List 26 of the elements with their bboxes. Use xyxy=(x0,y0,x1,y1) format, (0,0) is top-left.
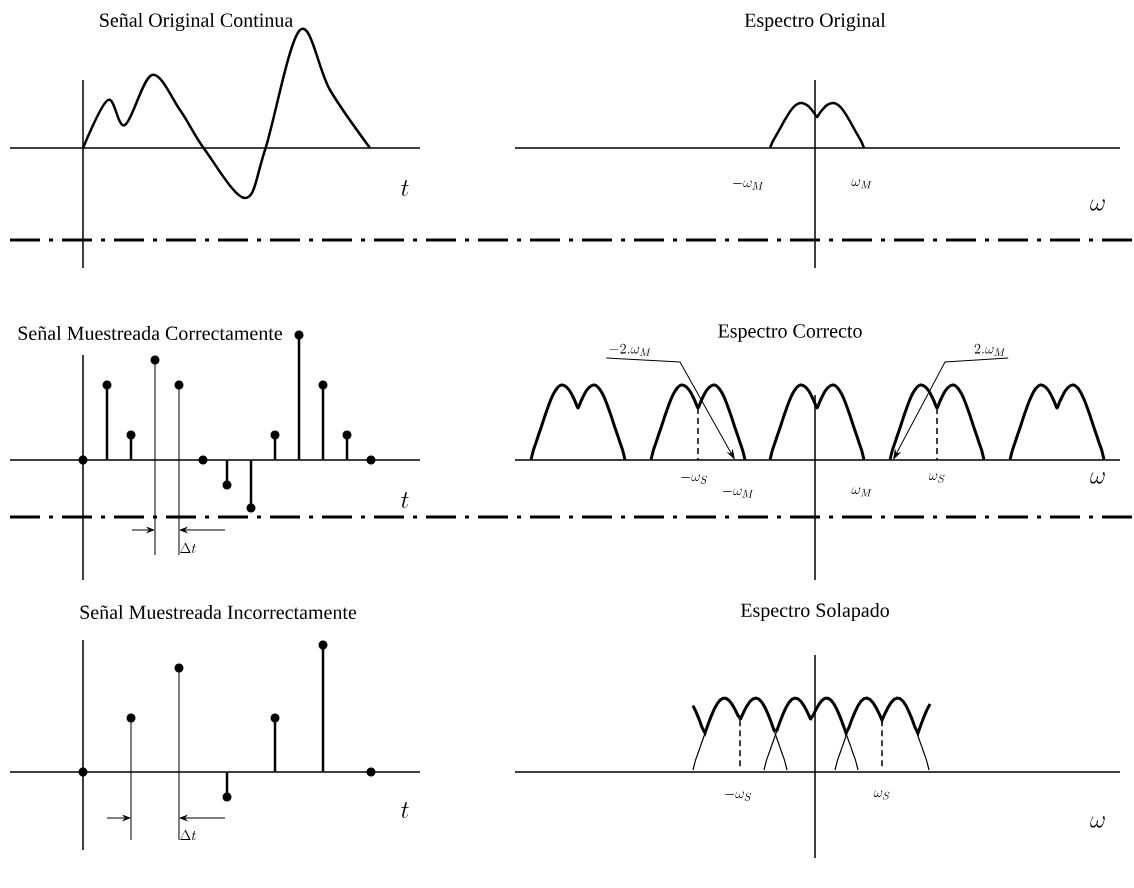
panel-title: Señal Muestreada Correctamente xyxy=(18,325,283,341)
axis-label: $t$ xyxy=(401,180,409,196)
tick-label: $-\omega_S$ xyxy=(725,791,752,801)
tick-label: $\omega_M$ xyxy=(851,487,872,497)
dimension-label: $\Delta t$ xyxy=(180,542,196,554)
panel-title: Espectro Original xyxy=(744,12,886,32)
tick-label: $-\omega_M$ xyxy=(733,180,764,190)
panel-title: Señal Muestreada Incorrectamente xyxy=(80,604,357,620)
tick-label: $\omega_S$ xyxy=(928,473,945,483)
dimension-label: $\Delta t$ xyxy=(180,829,196,841)
leader-text: $- 2.\omega_M$ xyxy=(609,343,651,356)
axis-label: $\omega$ xyxy=(1090,199,1105,211)
leader-line xyxy=(605,357,735,460)
tick-label: $-\omega_M$ xyxy=(723,488,754,498)
panel-title: Espectro Correcto xyxy=(718,324,862,342)
leader-line xyxy=(893,357,1009,460)
leader-text: $2.\omega_M$ xyxy=(974,343,1006,356)
axis-label: $t$ xyxy=(401,802,409,818)
tick-label: $\omega_M$ xyxy=(851,179,872,189)
tick-label: $-\omega_S$ xyxy=(681,474,708,484)
panel-title: Señal Original Continua xyxy=(100,12,293,32)
panel-title: Espectro Solapado xyxy=(740,602,889,622)
tick-label: $\omega_S$ xyxy=(873,790,890,800)
axis-label: $\omega$ xyxy=(1090,472,1105,484)
axis-label: $\omega$ xyxy=(1090,816,1105,828)
axis-label: $t$ xyxy=(401,492,409,508)
